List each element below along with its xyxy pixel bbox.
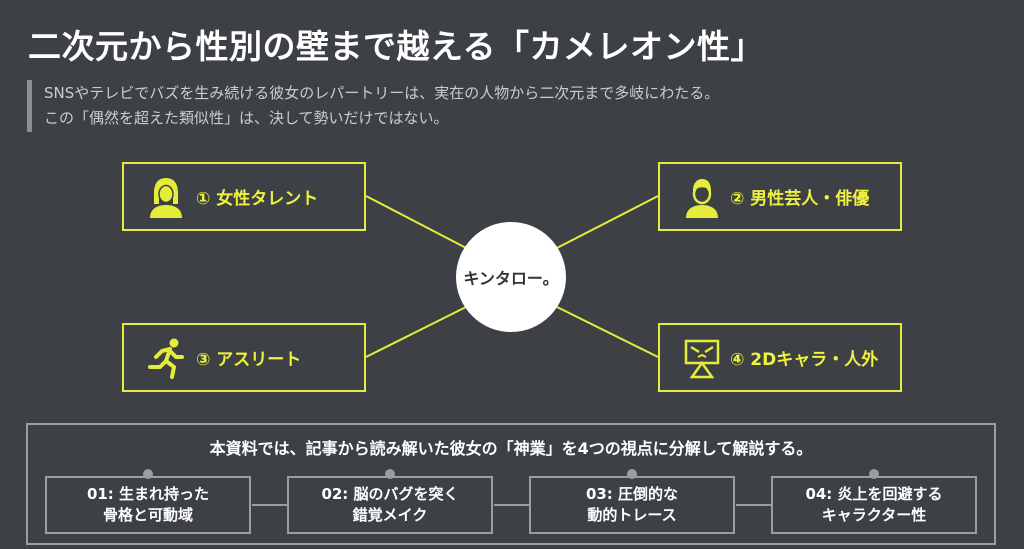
woman-icon bbox=[150, 178, 182, 218]
step-line: 骨格と可動域 bbox=[102, 506, 193, 524]
category-male-comedian-actor: ② 男性芸人・俳優 bbox=[658, 162, 902, 231]
step-dot bbox=[869, 469, 879, 479]
connector-line-4 bbox=[552, 304, 659, 358]
step-line: 03: 圧倒的な bbox=[585, 485, 679, 503]
category-female-talent: ① 女性タレント bbox=[122, 162, 366, 231]
step-line: 動的トレース bbox=[587, 506, 677, 524]
step-line: 02: 脳のバグを突く bbox=[321, 485, 459, 503]
step-connector bbox=[494, 504, 530, 506]
connector-line-2 bbox=[552, 195, 659, 251]
step-line: 01: 生まれ持った bbox=[86, 485, 210, 503]
man-icon bbox=[686, 179, 718, 218]
monster-icon bbox=[684, 339, 720, 379]
runner-icon bbox=[148, 338, 184, 379]
page-title: 二次元から性別の壁まで越える「カメレオン性」 bbox=[28, 27, 765, 66]
subtitle-line-1: SNSやテレビでバズを生み続ける彼女のレパートリーは、実在の人物から二次元まで多… bbox=[44, 84, 720, 102]
category-label-3: ③ アスリート bbox=[196, 350, 302, 370]
connector-line-3 bbox=[365, 304, 471, 358]
step-04: 04: 炎上を回避する キャラクター性 bbox=[771, 476, 977, 534]
center-node: キンタロー。 bbox=[456, 222, 566, 332]
step-dot bbox=[143, 469, 153, 479]
step-connector bbox=[252, 504, 288, 506]
overview-panel: 本資料では、記事から読み解いた彼女の「神業」を4つの視点に分解して解説する。 0… bbox=[26, 423, 996, 545]
step-line: 04: 炎上を回避する bbox=[805, 485, 943, 503]
step-dot bbox=[385, 469, 395, 479]
step-03: 03: 圧倒的な 動的トレース bbox=[529, 476, 735, 534]
step-01: 01: 生まれ持った 骨格と可動域 bbox=[45, 476, 251, 534]
category-2d-character-nonhuman: ④ 2Dキャラ・人外 bbox=[658, 323, 902, 392]
category-label-2: ② 男性芸人・俳優 bbox=[730, 189, 870, 209]
step-02: 02: 脳のバグを突く 錯覚メイク bbox=[287, 476, 493, 534]
step-dot bbox=[627, 469, 637, 479]
subtitle-accent-bar bbox=[27, 80, 32, 132]
panel-heading: 本資料では、記事から読み解いた彼女の「神業」を4つの視点に分解して解説する。 bbox=[209, 439, 813, 458]
category-label-4: ④ 2Dキャラ・人外 bbox=[730, 350, 879, 370]
subtitle-line-2: この「偶然を超えた類似性」は、決して勢いだけではない。 bbox=[44, 109, 449, 127]
step-connector bbox=[736, 504, 772, 506]
category-athlete: ③ アスリート bbox=[122, 323, 366, 392]
step-line: キャラクター性 bbox=[821, 506, 927, 524]
category-label-1: ① 女性タレント bbox=[196, 189, 319, 209]
connector-line-1 bbox=[365, 195, 471, 251]
center-label: キンタロー。 bbox=[463, 269, 559, 288]
step-line: 錯覚メイク bbox=[352, 506, 428, 524]
